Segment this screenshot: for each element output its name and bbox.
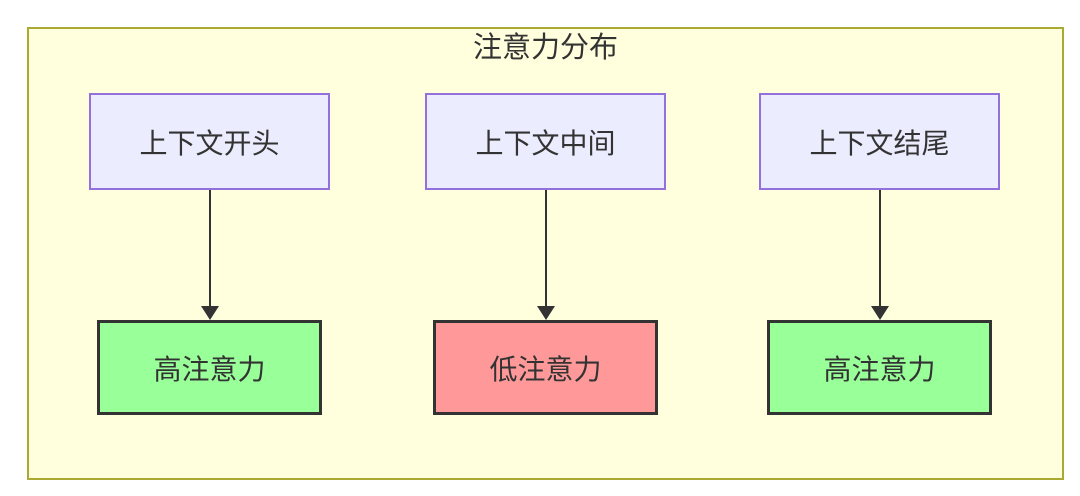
edge-line <box>545 190 547 308</box>
edge-line <box>879 190 881 308</box>
arrow-down-icon <box>537 306 555 320</box>
node-context-beginning: 上下文开头 <box>89 93 330 190</box>
diagram-title: 注意力分布 <box>472 32 618 64</box>
node-context-middle: 上下文中间 <box>425 93 666 190</box>
node-high-attention-1: 高注意力 <box>97 320 322 415</box>
node-low-attention: 低注意力 <box>433 320 658 415</box>
attention-distribution-diagram: 注意力分布 上下文开头 高注意力 上下文中间 低注意力 上下文结尾 高注意力 <box>27 27 1064 480</box>
arrow-down-icon <box>871 306 889 320</box>
node-high-attention-2: 高注意力 <box>767 320 992 415</box>
node-context-end: 上下文结尾 <box>759 93 1000 190</box>
arrow-down-icon <box>201 306 219 320</box>
edge-line <box>209 190 211 308</box>
